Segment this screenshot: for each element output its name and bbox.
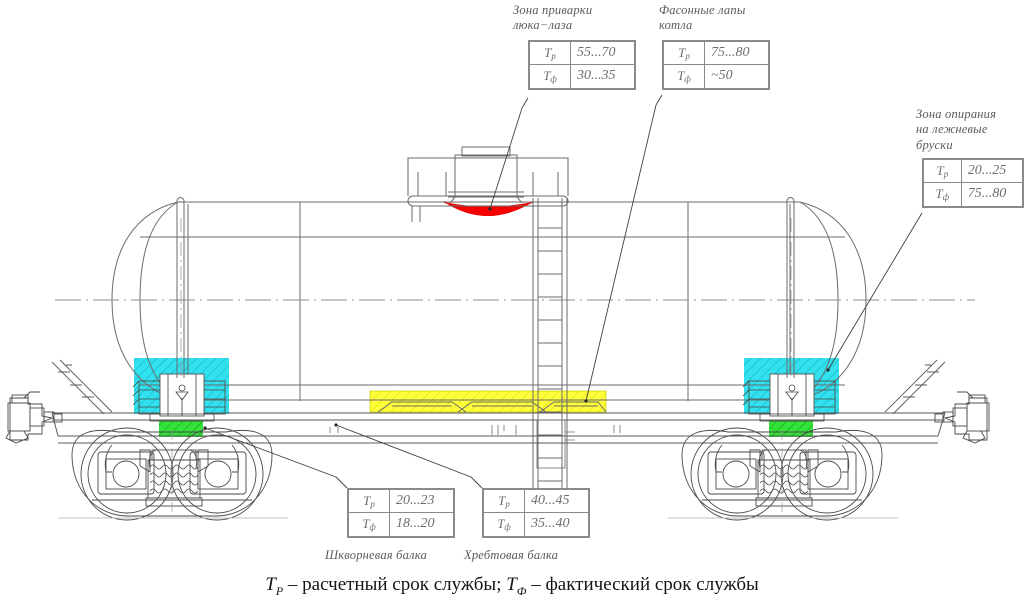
figure-caption: TP – расчетный срок службы; TФ – фактиче… [0,574,1024,599]
row-key: Tф [663,64,705,89]
row-value: 75...80 [960,182,1024,207]
callout-caption-center-sill-beam: Хребтовая балка [464,548,559,562]
callout-caption-bolster-beam: Шкворневая балка [325,548,427,562]
table-row: Tр 20...25 [923,158,1024,184]
coupler-left [5,391,63,444]
table-row: Tф 18...20 [348,512,454,537]
annotation-table-center-sill-beam: Tр 40...45 Tф 35...40 [482,488,590,538]
table-row: Tр 40...45 [483,488,589,514]
row-key: Tр [923,158,962,184]
coupler-right [934,391,990,444]
table-row: Tр 55...70 [529,40,635,66]
row-key: Tф [923,182,962,207]
callout-caption-bearing-blocks-zone: Зона опирания на лежневые бруски [916,107,997,152]
table-row: Tф ~50 [663,64,769,89]
t-f-subscript: Ф [516,583,527,598]
table-row: Tф 75...80 [923,182,1024,207]
table-row: Tр 20...23 [348,488,454,514]
table-row: Tф 35...40 [483,512,589,537]
row-key: Tф [529,64,571,89]
row-value: 20...23 [389,488,454,514]
bogie-right [668,427,898,521]
row-key: Tф [348,512,390,537]
row-value: 40...45 [524,488,589,514]
t-r-symbol: T [265,574,276,595]
callout-caption-manhole-weld-zone: Зона приварки люка−лаза [513,3,593,33]
t-f-description: – фактический срок службы [526,574,759,595]
row-key: Tф [483,512,525,537]
table-row: Tр 75...80 [663,40,769,66]
row-key: Tр [529,40,571,66]
leader-dots [203,207,830,430]
t-r-description: – расчетный срок службы; [283,574,507,595]
row-key: Tр [663,40,705,66]
bolster-right-highlight [769,420,813,437]
row-key: Tр [348,488,390,514]
row-value: 35...40 [524,512,589,537]
annotation-table-bolster-beam: Tр 20...23 Tф 18...20 [347,488,455,538]
row-value: 55...70 [570,40,635,66]
bogie-left [58,427,288,521]
annotation-table-manhole-weld-zone: Tр 55...70 Tф 30...35 [528,40,636,90]
row-value: 75...80 [704,40,769,66]
row-value: 18...20 [389,512,454,537]
t-f-symbol: T [506,574,517,595]
row-value: 30...35 [570,64,635,89]
leader-lines [204,94,923,489]
row-value: 20...25 [960,158,1024,184]
support-zone-right-highlight [744,358,839,414]
table-row: Tф 30...35 [529,64,635,89]
bolster-left-highlight [159,420,203,437]
row-key: Tр [483,488,525,514]
row-value: ~50 [704,64,769,89]
annotation-table-bearing-blocks-zone: Tр 20...25 Tф 75...80 [922,158,1024,208]
t-r-subscript: P [275,583,284,598]
ladder [532,198,568,525]
callout-caption-shaped-feet-zone: Фасонные лапы котла [659,3,746,33]
annotation-table-shaped-feet-zone: Tр 75...80 Tф ~50 [662,40,770,90]
